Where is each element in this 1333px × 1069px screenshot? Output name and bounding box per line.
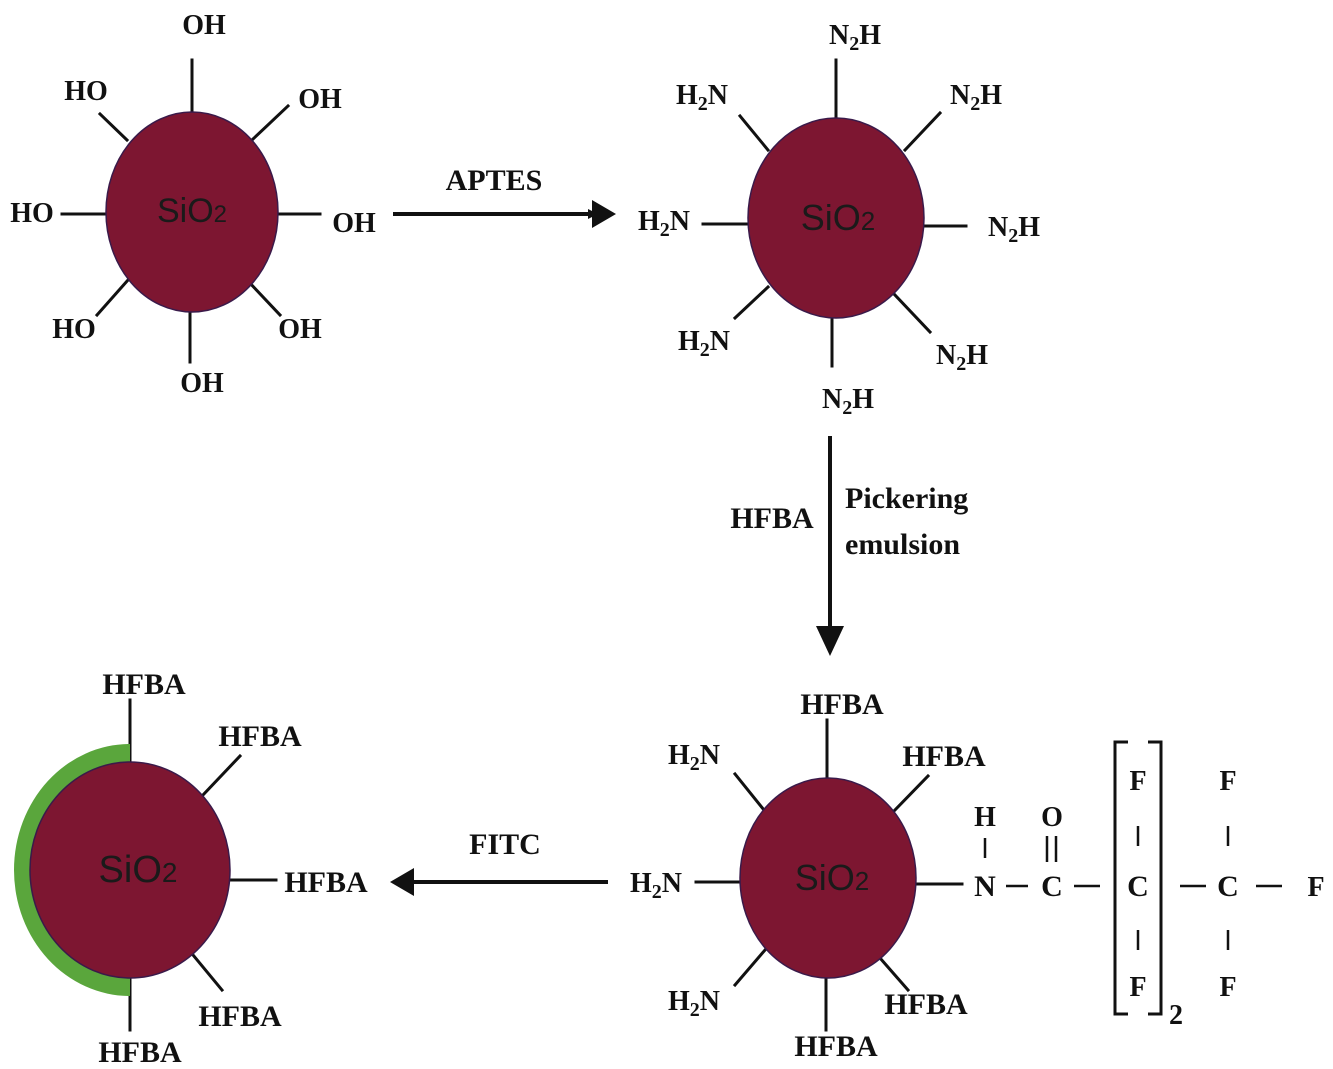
atom-f: F — [1129, 972, 1146, 1003]
atom-c: C — [1217, 870, 1239, 903]
atom-c: C — [1041, 870, 1063, 903]
fitc-coating — [14, 744, 130, 996]
hydroxyl-label: HO — [64, 76, 108, 107]
amine-label: H2N — [678, 326, 730, 361]
hfba-label: HFBA — [198, 1000, 282, 1033]
amine-label: N2H — [822, 384, 874, 419]
hfba-amide-structure: H N O C F C F 2 F C F F — [974, 740, 1325, 1031]
amine-label: H2N — [638, 206, 690, 241]
arrow-fitc: FITC — [390, 828, 608, 896]
silica-core — [29, 761, 231, 979]
hfba-reagent-label: HFBA — [730, 502, 814, 535]
arrow-aptes: APTES — [393, 164, 616, 228]
atom-f: F — [1219, 972, 1236, 1003]
atom-f: F — [1219, 766, 1236, 797]
hfba-label: HFBA — [800, 688, 884, 721]
particle-hydroxyl: SiO2 OH OH OH OH OH HO HO HO — [10, 10, 376, 399]
emulsion-label: emulsion — [845, 528, 960, 561]
atom-f: F — [1129, 766, 1146, 797]
amine-label: H2N — [668, 740, 720, 775]
hydroxyl-label: HO — [10, 198, 54, 229]
hfba-label: HFBA — [794, 1030, 878, 1063]
atom-o: O — [1041, 802, 1063, 833]
hfba-label: HFBA — [284, 866, 368, 899]
atom-n: N — [974, 870, 996, 903]
hfba-label: HFBA — [902, 740, 986, 773]
aptes-label: APTES — [446, 164, 543, 197]
atom-f: F — [1307, 872, 1324, 903]
amine-label: H2N — [630, 868, 682, 903]
hydroxyl-label: HO — [52, 314, 96, 345]
amine-label: N2H — [936, 340, 988, 375]
hfba-label: HFBA — [218, 720, 302, 753]
hfba-label: HFBA — [884, 988, 968, 1021]
core-label: SiO2 — [801, 197, 875, 238]
core-label: SiO2 — [99, 849, 178, 891]
hydroxyl-label: OH — [298, 84, 342, 115]
amine-label: N2H — [950, 80, 1002, 115]
pickering-label: Pickering — [845, 482, 968, 515]
amine-label: H2N — [668, 986, 720, 1021]
amine-label: N2H — [829, 20, 881, 55]
amine-label: N2H — [988, 212, 1040, 247]
repeat-subscript: 2 — [1169, 1000, 1183, 1031]
arrow-pickering: HFBA Pickering emulsion — [730, 436, 968, 656]
hydroxyl-label: OH — [278, 314, 322, 345]
core-label: SiO2 — [157, 192, 227, 230]
hydroxyl-label: OH — [182, 10, 226, 41]
core-label: SiO2 — [795, 857, 869, 898]
atom-c: C — [1127, 870, 1149, 903]
amine-label: H2N — [676, 80, 728, 115]
particle-fitc: SiO2 HFBA HFBA HFBA HFBA HFBA — [14, 668, 368, 1069]
hydroxyl-label: OH — [180, 368, 224, 399]
hfba-label: HFBA — [102, 668, 186, 701]
silica-core — [105, 111, 279, 313]
atom-h: H — [974, 802, 996, 833]
silica-core — [739, 777, 917, 979]
hfba-label: HFBA — [98, 1036, 182, 1069]
particle-amine: SiO2 N2H N2H N2H N2H N2H H2N H2N H2N — [638, 20, 1040, 419]
particle-hfba-amine: SiO2 HFBA HFBA HFBA HFBA H2N H2N H2N — [630, 688, 986, 1063]
hydroxyl-label: OH — [332, 208, 376, 239]
fitc-label: FITC — [469, 828, 541, 861]
silica-core — [747, 117, 925, 319]
